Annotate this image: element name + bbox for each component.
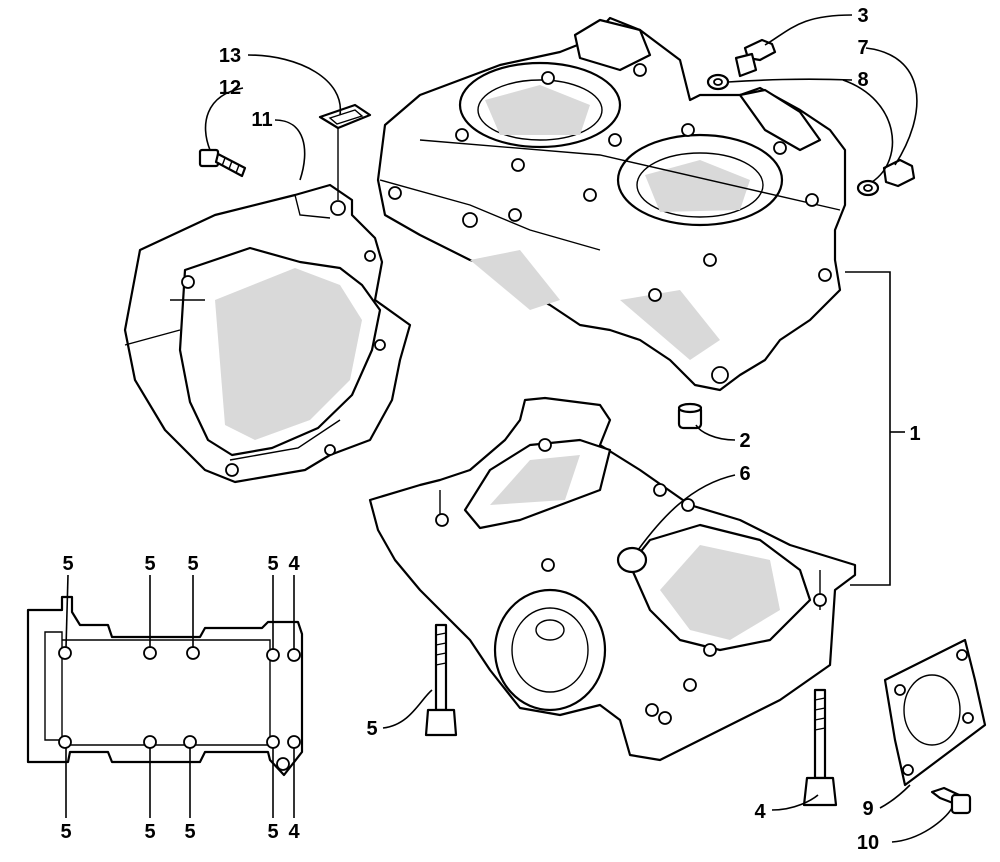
- callout-9: 9: [862, 798, 873, 820]
- callout-5-top-4: 5: [267, 553, 278, 575]
- dowel-pin: [677, 402, 703, 430]
- callout-5-bottom-1: 5: [60, 821, 71, 843]
- callout-4-bottom: 4: [288, 821, 300, 843]
- callout-5-top-3: 5: [187, 553, 198, 575]
- callout-11: 11: [251, 109, 272, 131]
- callout-5-bottom-4: 5: [267, 821, 278, 843]
- callout-5-top-2: 5: [144, 553, 155, 575]
- callout-5-bottom-2: 5: [144, 821, 155, 843]
- callout-5-top-1: 5: [62, 553, 73, 575]
- callout-7: 7: [857, 37, 868, 59]
- screw-12: [198, 148, 247, 178]
- callout-labels: 13 12 11 3 7 8 1 2 6 5 4 9 10 5 5 5 5 4 …: [60, 5, 920, 854]
- flange-gasket: [883, 638, 987, 787]
- callout-6: 6: [739, 463, 750, 485]
- reed-gasket: [318, 103, 372, 200]
- plug-bolt-7: [856, 158, 916, 197]
- screw-10: [930, 786, 972, 815]
- callout-2: 2: [739, 430, 750, 452]
- leader-lines: [65, 14, 953, 843]
- callout-8: 8: [857, 69, 868, 91]
- callout-4-bolt: 4: [754, 801, 766, 823]
- callout-4-top: 4: [288, 553, 300, 575]
- callout-13: 13: [219, 45, 241, 67]
- callout-5-bolt: 5: [366, 718, 377, 740]
- bolt-pattern-inset: [26, 595, 304, 777]
- lower-crankcase: [368, 396, 857, 762]
- plug-bolt-3: [706, 38, 777, 91]
- upper-crankcase: [376, 16, 847, 392]
- flywheel-housing: [123, 183, 412, 484]
- long-bolt-4: [802, 688, 838, 807]
- callout-3: 3: [857, 5, 868, 27]
- callout-5-bottom-3: 5: [184, 821, 195, 843]
- callout-12: 12: [219, 77, 241, 99]
- callout-1: 1: [909, 423, 920, 445]
- long-bolt-5: [424, 623, 458, 737]
- callout-10: 10: [857, 832, 879, 854]
